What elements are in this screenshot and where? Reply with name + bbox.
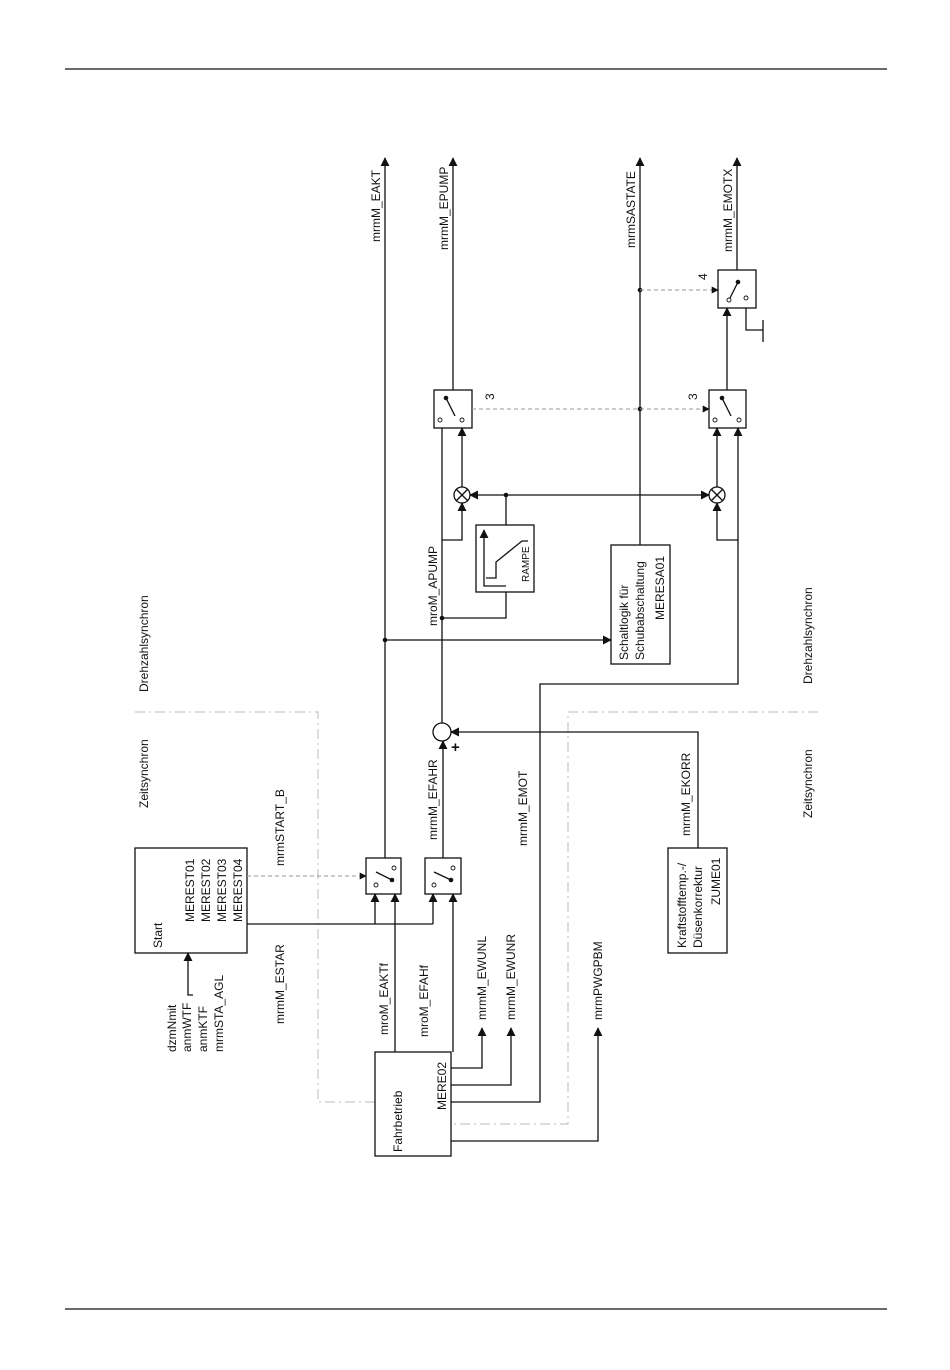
switch-label-4: 4 <box>696 273 710 280</box>
switch-epump <box>433 389 473 429</box>
kraftstoff-line1: Kraftstofftemp.-/ <box>675 862 689 948</box>
ground-icon <box>745 308 764 342</box>
region-boundary-right <box>451 711 818 1125</box>
start-block-title: Start <box>151 922 165 948</box>
label-efahr: mrmM_EFAHR <box>426 759 440 840</box>
switch-label-3b: 3 <box>686 393 700 400</box>
switch-emotx-upper <box>708 389 747 429</box>
input-anmwtf: anmWTF <box>180 1003 194 1052</box>
wire-ewunl <box>451 1027 487 1069</box>
wire-apump-to-ramp <box>442 592 507 619</box>
switch-emotx-top <box>717 269 757 309</box>
switch-label-3a: 3 <box>483 393 497 400</box>
region-zeit-right: Zeitsynchron <box>801 749 815 818</box>
start-block-id-4: MEREST04 <box>231 858 245 922</box>
label-ekorr: mrmM_EKORR <box>679 752 693 836</box>
start-block-id-2: MEREST02 <box>199 858 213 922</box>
fahrbetrieb-title: Fahrbetrieb <box>391 1090 405 1152</box>
label-emotx: mrmM_EMOTX <box>721 169 735 252</box>
region-drehzahl-right: Drehzahlsynchron <box>801 587 815 684</box>
schaltlogik-line2: Schubabschaltung <box>633 561 647 660</box>
input-dzmnmit: dzmNmit <box>165 1004 179 1052</box>
multiplier-right-icon <box>708 486 726 504</box>
input-mrmsta-agl: mrmSTA_AGL <box>212 975 226 1052</box>
wire-ewunr <box>451 1027 516 1086</box>
label-ewunl: mrmM_EWUNL <box>475 936 489 1020</box>
ramp-block: RAMPE <box>476 525 535 593</box>
schaltlogik-line1: Schaltlogik für <box>617 585 631 660</box>
label-eakt: mrmM_EAKT <box>369 169 383 242</box>
switch-efahr <box>424 857 462 895</box>
wire-emot <box>451 502 739 1103</box>
wire-inputs <box>183 952 193 996</box>
schaltlogik-block: Schaltlogik für Schubabschaltung MERESA0… <box>610 544 671 665</box>
sum-junction-icon <box>432 722 452 742</box>
kraftstoff-id: ZUME01 <box>709 857 723 905</box>
fahrbetrieb-block: Fahrbetrieb MERE02 <box>374 1051 452 1157</box>
wire-to-mult-left <box>442 502 467 541</box>
fahrbetrieb-id: MERE02 <box>435 1062 449 1110</box>
label-sastate: mrmSASTATE <box>624 171 638 248</box>
label-estar: mrmM_ESTAR <box>273 944 287 1024</box>
label-apump: mroM_APUMP <box>426 546 440 626</box>
start-block: Start MEREST01 MEREST02 MEREST03 MEREST0… <box>134 847 248 954</box>
sum-plus-sign: + <box>451 739 460 756</box>
region-drehzahl-left: Drehzahlsynchron <box>137 595 151 692</box>
ramp-graph-icon <box>484 530 528 587</box>
wire-pwgpbm <box>451 1027 603 1142</box>
wire-ekorr <box>450 727 699 848</box>
kraftstoff-block: Kraftstofftemp.-/ Düsenkorrektur ZUME01 <box>667 847 728 954</box>
label-emot: mrmM_EMOT <box>516 770 530 846</box>
start-block-id-3: MEREST03 <box>215 858 229 922</box>
multiplier-left-icon <box>453 486 471 504</box>
switch-eakt <box>365 857 402 895</box>
label-eaktf: mroM_EAKTf <box>377 962 391 1035</box>
label-ewunr: mrmM_EWUNR <box>504 934 518 1020</box>
kraftstoff-line2: Düsenkorrektur <box>691 866 705 948</box>
label-start-b: mrmSTART_B <box>273 789 287 866</box>
ramp-label: RAMPE <box>521 546 532 582</box>
label-epump: mrmM_EPUMP <box>437 167 451 250</box>
input-anmktf: anmKTF <box>196 1006 210 1052</box>
schaltlogik-id: MERESA01 <box>653 556 667 620</box>
region-zeit-left: Zeitsynchron <box>137 739 151 808</box>
label-efahf: mroM_EFAHf <box>417 964 431 1037</box>
region-boundary-left <box>135 711 375 1103</box>
start-block-id-1: MEREST01 <box>183 858 197 922</box>
label-pwgpbm: mrmPWGPBM <box>591 941 605 1020</box>
